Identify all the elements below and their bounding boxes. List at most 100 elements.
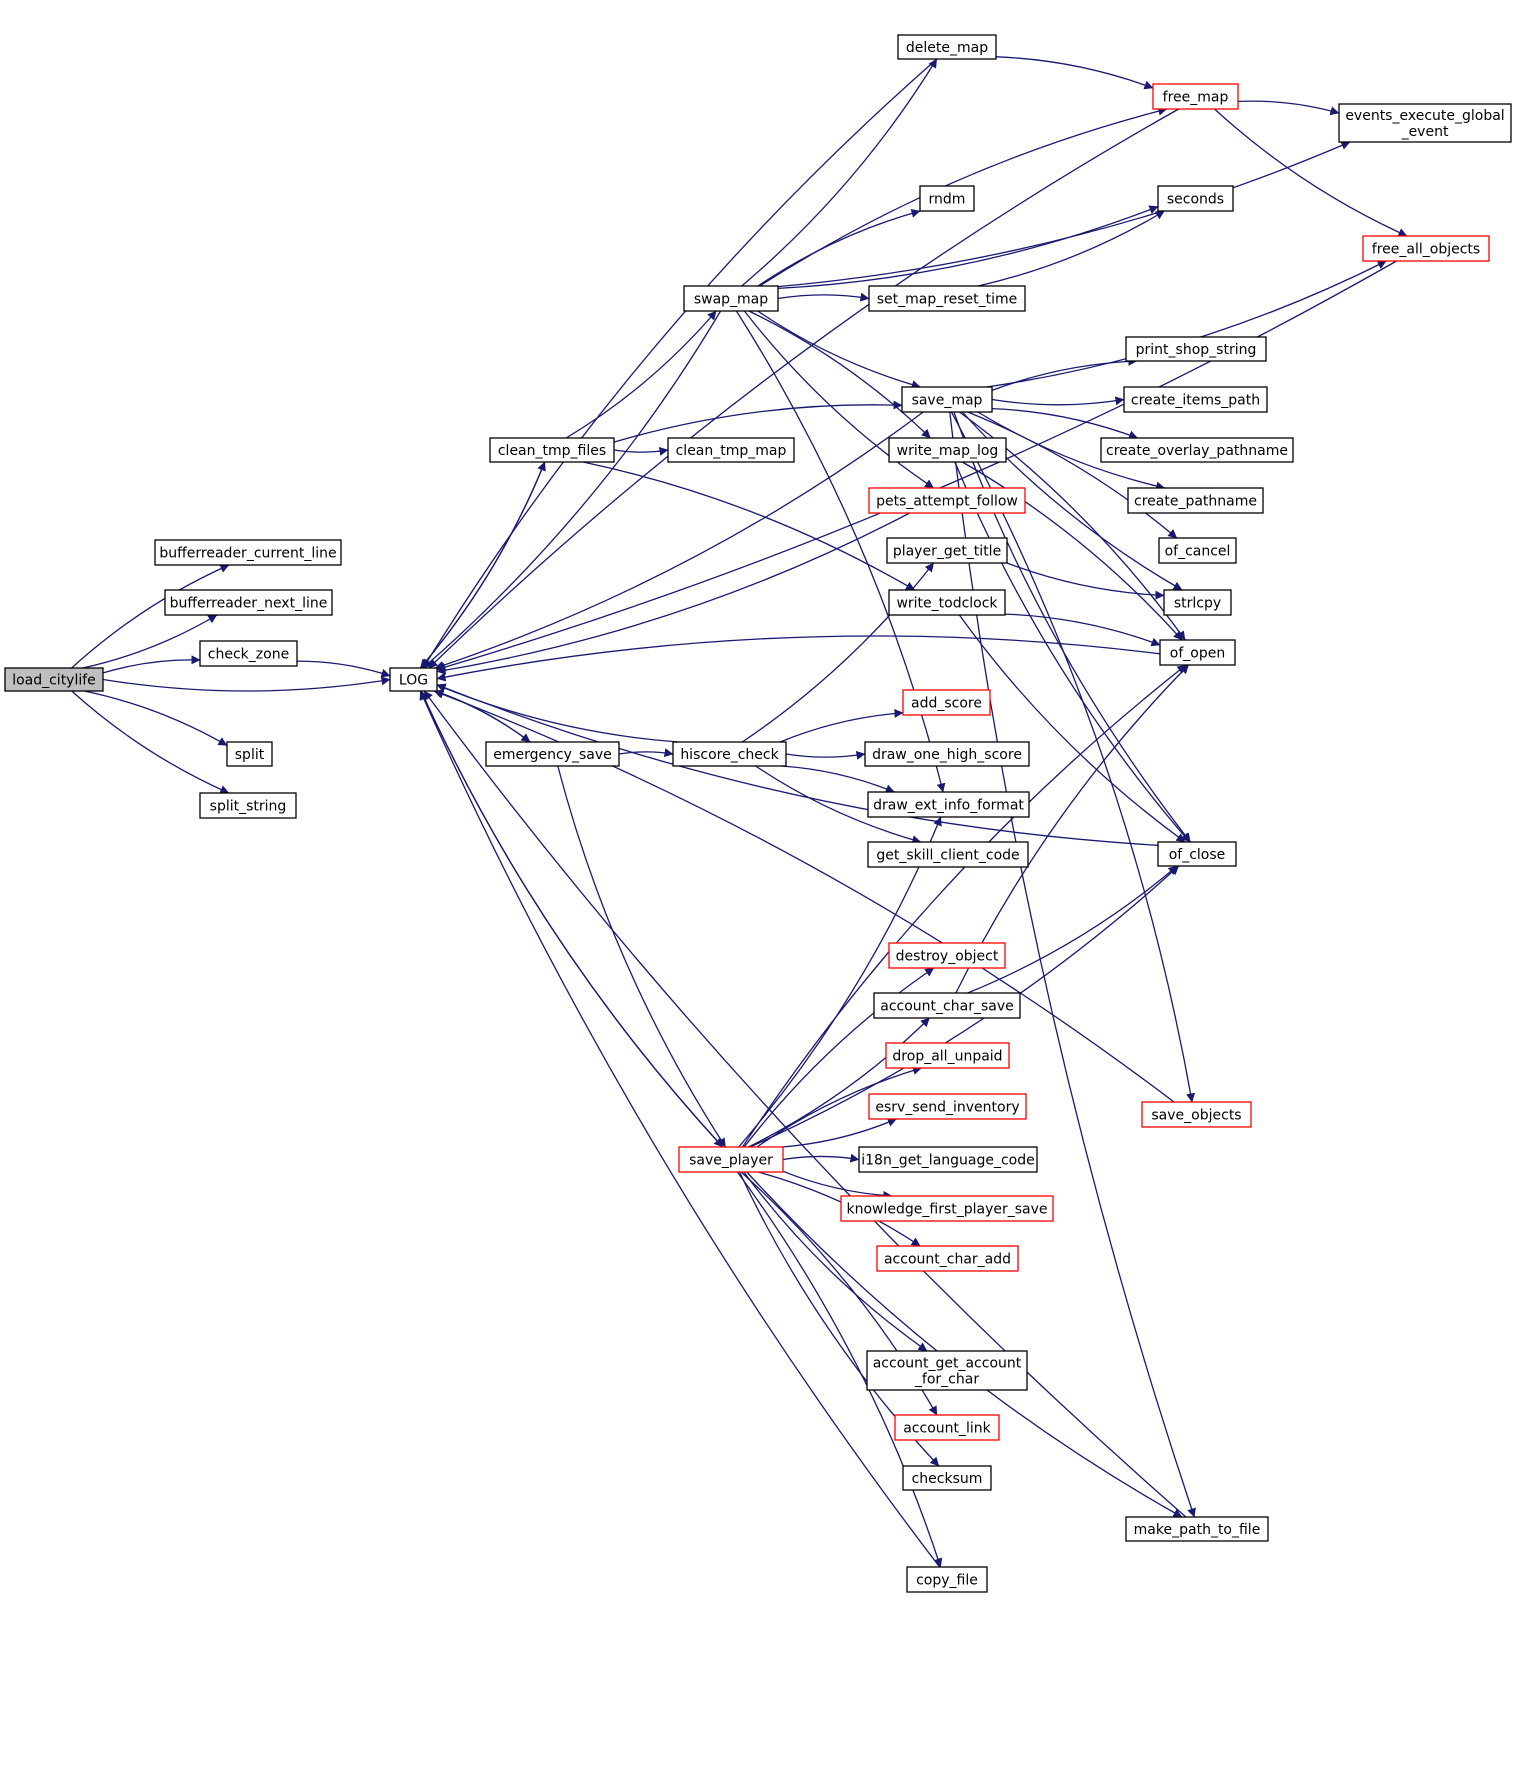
edge-swap_map-to-events_execute_global_event xyxy=(777,141,1351,288)
edge-hiscore_check-to-LOG xyxy=(436,684,679,743)
edge-save_map-to-free_all_objects xyxy=(986,260,1387,388)
node-esrv-send-inventory[interactable]: esrv_send_inventory xyxy=(868,1093,1027,1120)
node-i18n-get-language-code[interactable]: i18n_get_language_code xyxy=(858,1146,1038,1173)
node-box xyxy=(864,741,1030,767)
node-create-items-path[interactable]: create_items_path xyxy=(1123,386,1268,413)
node-clean-tmp-files[interactable]: clean_tmp_files xyxy=(489,437,615,463)
node-label: i18n_get_language_code xyxy=(861,1153,1035,1169)
node-label: clean_tmp_map xyxy=(676,443,787,459)
node-save-objects[interactable]: save_objects xyxy=(1141,1101,1252,1128)
node-events-execute-global-event[interactable]: events_execute_global_event xyxy=(1338,103,1512,143)
node-draw-ext-info-format[interactable]: draw_ext_info_format xyxy=(867,791,1030,818)
node-label: rndm xyxy=(929,192,966,208)
node-free-all-objects[interactable]: free_all_objects xyxy=(1362,235,1490,262)
node-hiscore-check[interactable]: hiscore_check xyxy=(672,741,787,767)
node-LOG[interactable]: LOG xyxy=(389,667,438,692)
node-of-cancel[interactable]: of_cancel xyxy=(1158,537,1237,564)
node-drop-all-unpaid[interactable]: drop_all_unpaid xyxy=(885,1042,1010,1069)
node-of-close[interactable]: of_close xyxy=(1157,841,1237,867)
node-checksum[interactable]: checksum xyxy=(902,1465,992,1491)
edge-player_get_title-to-strlcpy xyxy=(1006,562,1165,600)
node-box xyxy=(876,1245,1019,1272)
node-clean-tmp-map[interactable]: clean_tmp_map xyxy=(667,437,795,463)
node-print-shop-string[interactable]: print_shop_string xyxy=(1125,336,1267,362)
edge-save_map-to-LOG xyxy=(434,411,924,670)
node-bufferreader-current-line[interactable]: bufferreader_current_line xyxy=(154,539,342,566)
node-copy-file[interactable]: copy_file xyxy=(906,1566,988,1593)
node-box xyxy=(1127,487,1264,514)
node-set-map-reset-time[interactable]: set_map_reset_time xyxy=(868,285,1026,312)
node-box xyxy=(1157,185,1234,212)
node-split-string[interactable]: split_string xyxy=(199,792,297,819)
edge-write_map_log-to-of_close xyxy=(954,461,1191,843)
edge-swap_map-to-save_map xyxy=(757,310,921,389)
node-label: set_map_reset_time xyxy=(877,292,1018,308)
node-emergency-save[interactable]: emergency_save xyxy=(485,741,620,767)
node-label: write_map_log xyxy=(897,443,999,459)
node-account-char-add[interactable]: account_char_add xyxy=(876,1245,1019,1272)
node-box xyxy=(885,1042,1010,1069)
edge-delete_map-to-LOG xyxy=(422,58,938,669)
edge-load_citylife-to-bufferreader_current_line xyxy=(71,564,230,669)
node-free-map[interactable]: free_map xyxy=(1152,83,1239,110)
edge-save_player-to-i18n_get_language_code xyxy=(782,1153,860,1163)
node-box xyxy=(840,1195,1054,1222)
node-strlcpy[interactable]: strlcpy xyxy=(1163,589,1232,616)
node-box xyxy=(485,741,620,767)
node-label: create_items_path xyxy=(1131,393,1260,409)
node-label: of_open xyxy=(1170,646,1225,662)
node-box xyxy=(1159,639,1236,666)
node-account-get-account-for-char[interactable]: account_get_account_for_char xyxy=(866,1350,1028,1391)
node-rndm[interactable]: rndm xyxy=(919,185,975,212)
node-label: account_get_account xyxy=(873,1356,1022,1372)
node-label: emergency_save xyxy=(493,747,612,763)
node-knowledge-first-player-save[interactable]: knowledge_first_player_save xyxy=(840,1195,1054,1222)
node-box xyxy=(1157,841,1237,867)
node-player-get-title[interactable]: player_get_title xyxy=(886,537,1008,564)
node-split[interactable]: split xyxy=(226,741,273,767)
node-create-overlay-pathname[interactable]: create_overlay_pathname xyxy=(1100,437,1294,463)
edge-load_citylife-to-LOG xyxy=(102,676,391,692)
node-account-char-save[interactable]: account_char_save xyxy=(873,992,1021,1019)
edge-emergency_save-to-hiscore_check xyxy=(618,748,674,758)
node-label: draw_one_high_score xyxy=(872,747,1022,763)
edge-write_todclock-to-of_close xyxy=(958,614,1186,843)
node-save-player[interactable]: save_player xyxy=(678,1146,784,1173)
edge-clean_tmp_files-to-LOG xyxy=(419,461,546,669)
node-delete-map[interactable]: delete_map xyxy=(897,34,997,60)
node-of-open[interactable]: of_open xyxy=(1159,639,1236,666)
node-label: save_map xyxy=(912,393,983,409)
node-box xyxy=(1125,336,1267,362)
edge-save_player-to-make_path_to_file xyxy=(746,1171,1183,1518)
edge-clean_tmp_files-to-swap_map xyxy=(565,310,717,439)
node-draw-one-high-score[interactable]: draw_one_high_score xyxy=(864,741,1030,767)
node-box xyxy=(672,741,787,767)
node-box xyxy=(868,487,1026,514)
node-bufferreader-next-line[interactable]: bufferreader_next_line xyxy=(164,589,333,616)
node-seconds[interactable]: seconds xyxy=(1157,185,1234,212)
node-make-path-to-file[interactable]: make_path_to_file xyxy=(1125,1516,1269,1542)
node-box xyxy=(888,589,1006,616)
node-swap-map[interactable]: swap_map xyxy=(683,285,779,312)
node-get-skill-client-code[interactable]: get_skill_client_code xyxy=(867,841,1029,868)
node-label: _for_char xyxy=(914,1372,979,1388)
node-destroy-object[interactable]: destroy_object xyxy=(888,942,1006,969)
node-pets-attempt-follow[interactable]: pets_attempt_follow xyxy=(868,487,1026,514)
edge-swap_map-to-write_map_log xyxy=(748,310,931,439)
node-create-pathname[interactable]: create_pathname xyxy=(1127,487,1264,514)
node-box xyxy=(4,667,104,692)
node-write-map-log[interactable]: write_map_log xyxy=(888,437,1007,463)
node-label: player_get_title xyxy=(893,544,1001,560)
edge-save_objects-to-LOG xyxy=(433,689,1175,1103)
node-box xyxy=(902,1465,992,1491)
node-label: _event xyxy=(1401,124,1449,140)
node-account-link[interactable]: account_link xyxy=(894,1414,1000,1441)
node-label: free_map xyxy=(1163,90,1229,106)
edge-save_player-to-of_open xyxy=(741,664,1187,1148)
node-write-todclock[interactable]: write_todclock xyxy=(888,589,1006,616)
node-save-map[interactable]: save_map xyxy=(901,386,993,413)
edge-pets_attempt_follow-to-LOG xyxy=(436,512,911,675)
node-check-zone[interactable]: check_zone xyxy=(199,640,298,667)
node-add-score[interactable]: add_score xyxy=(902,689,991,716)
